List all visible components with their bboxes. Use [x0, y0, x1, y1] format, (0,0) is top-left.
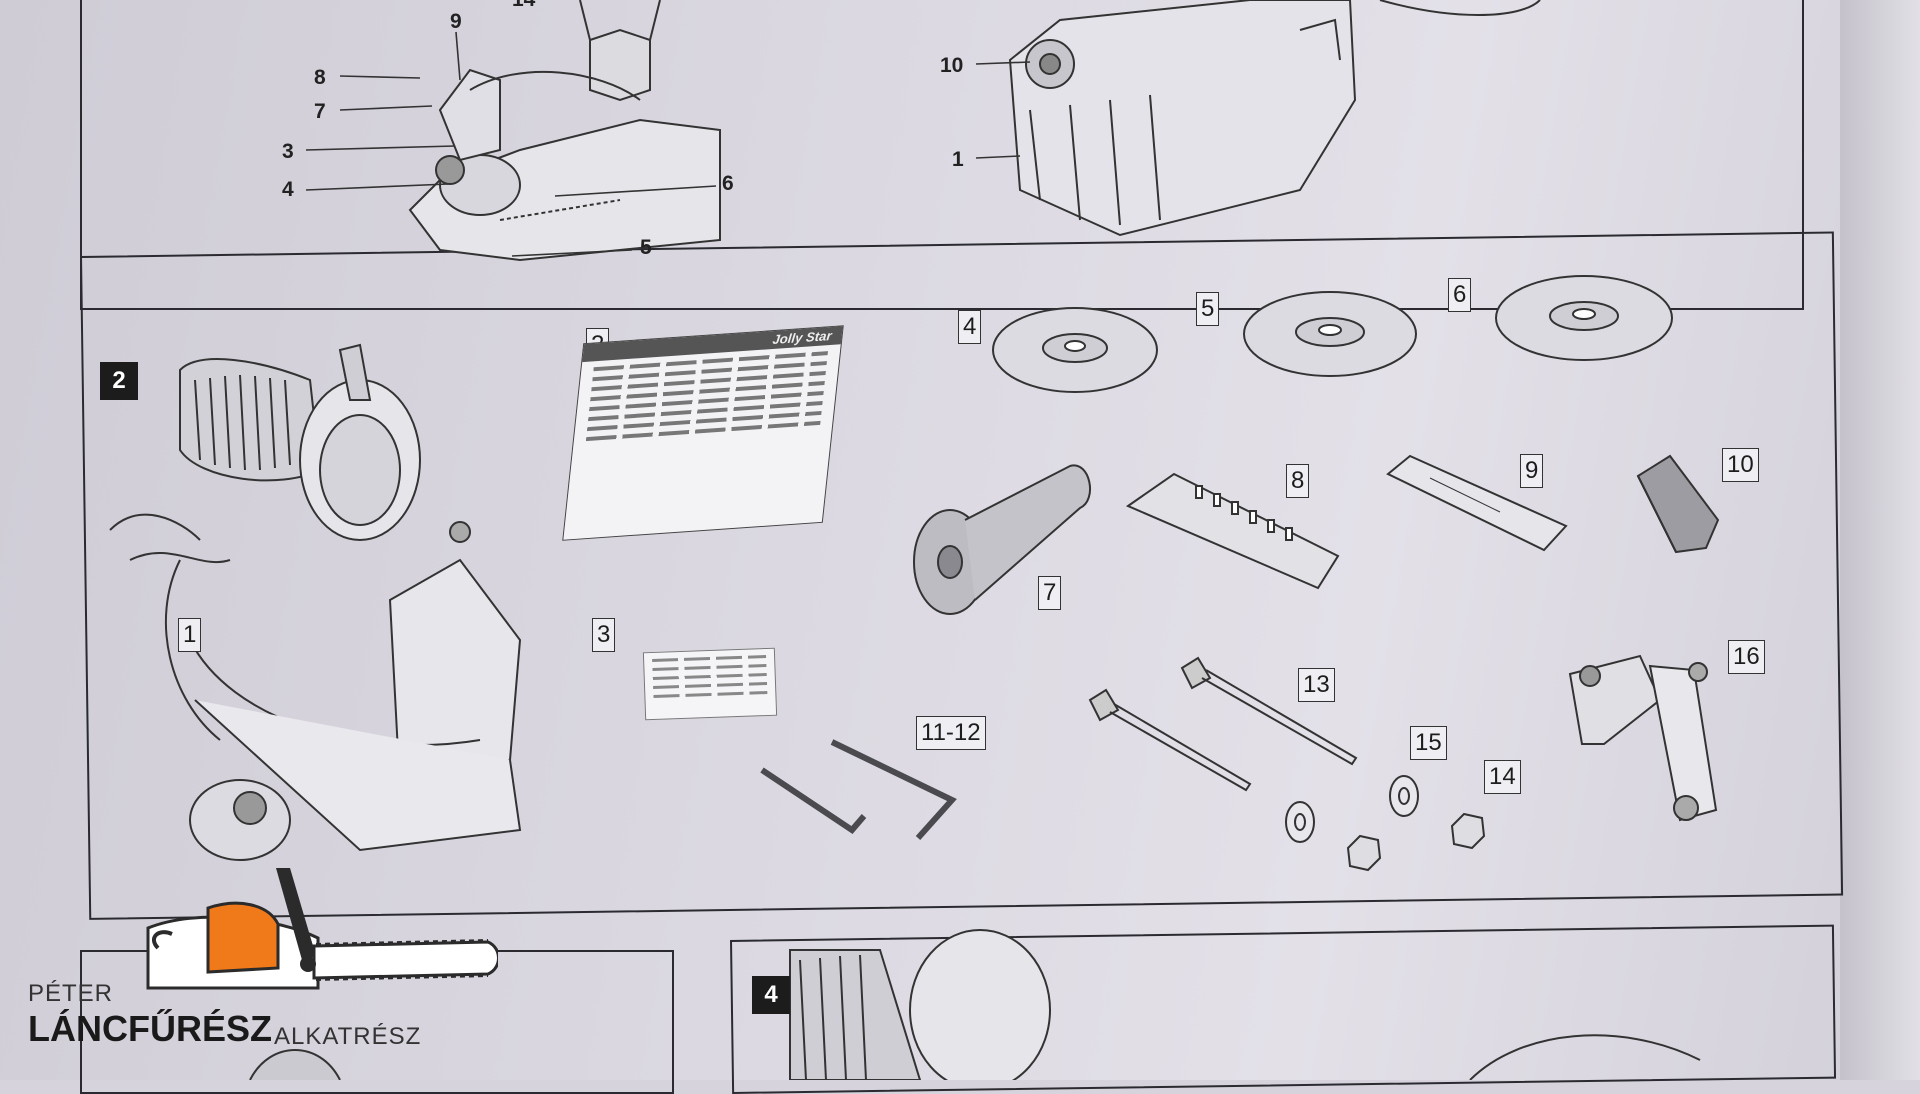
card-text-line: [653, 691, 768, 698]
grinding-disc-4: [992, 307, 1158, 393]
angle-gauge-drawing: [1386, 454, 1568, 552]
callout-8: 8: [314, 66, 326, 89]
item-label-16: 16: [1728, 640, 1765, 674]
item-label-9: 9: [1520, 454, 1544, 488]
instruction-manual-illustration: Jolly Star: [562, 325, 844, 541]
bottom-motor-drawing: [789, 929, 1701, 1080]
logo-line-1: PÉTER: [28, 980, 114, 1007]
callout-9: 9: [450, 10, 462, 33]
item-label-1: 1: [178, 618, 202, 652]
top-right-machine-drawing: [1008, 0, 1541, 237]
step-badge-2: 2: [100, 362, 138, 400]
item-label-5: 5: [1196, 292, 1220, 326]
logo-line-3: ALKATRÉSZ: [274, 1023, 422, 1050]
top-left-leader-lines: [305, 31, 717, 257]
item-label-13: 13: [1298, 668, 1335, 702]
card-text-line: [652, 655, 767, 663]
top-left-machine-drawing: [408, 0, 721, 262]
logo-line-2: LÁNCFŰRÉSZ: [28, 1008, 272, 1049]
item-label-15: 15: [1410, 726, 1447, 760]
dressing-stone-drawing: [1636, 454, 1720, 554]
callout-4: 4: [282, 178, 294, 201]
top-panel-frame: [80, 0, 1804, 310]
adjusting-handle-drawing: [913, 464, 1092, 615]
grinding-disc-6: [1495, 275, 1673, 361]
card-text-line: [653, 682, 768, 689]
page-edge: [1840, 0, 1920, 1080]
callout-3: 3: [282, 140, 294, 163]
item-label-14: 14: [1484, 760, 1521, 794]
card-text-line: [652, 664, 767, 671]
callout-1: 1: [952, 148, 964, 171]
grinding-disc-5: [1243, 291, 1417, 377]
washers-nuts-drawing: [1285, 775, 1486, 872]
bottom-left-fragment-drawing: [249, 1049, 341, 1080]
hex-keys-drawing: [760, 739, 957, 841]
callout-6: 6: [722, 172, 734, 195]
callout-10: 10: [940, 54, 964, 77]
item-label-6: 6: [1448, 278, 1472, 312]
item-label-4: 4: [958, 310, 982, 344]
callout-7: 7: [314, 100, 326, 123]
item-label-11-12: 11-12: [916, 716, 986, 750]
top-right-leader-lines: [975, 61, 1031, 159]
item-label-7: 7: [1038, 576, 1062, 610]
warranty-card-illustration: [642, 647, 778, 721]
bolts-drawing: [1088, 656, 1358, 792]
step-badge-4: 4: [752, 976, 790, 1014]
item-label-8: 8: [1286, 464, 1310, 498]
depth-gauge-drawing: [1125, 472, 1340, 590]
watermark-logo: PÉTER LÁNCFŰRÉSZ ALKATRÉSZ: [28, 868, 498, 1050]
chainsaw-logo-icon: [146, 868, 498, 990]
bracket-assembly-drawing: [1568, 654, 1718, 822]
chain-sharpener-drawing: [109, 343, 522, 861]
card-text-line: [652, 673, 767, 680]
callout-5: 5: [640, 236, 652, 259]
item-label-10: 10: [1722, 448, 1759, 482]
item-label-3: 3: [592, 618, 616, 652]
callout-14-partial: 14: [512, 0, 535, 12]
